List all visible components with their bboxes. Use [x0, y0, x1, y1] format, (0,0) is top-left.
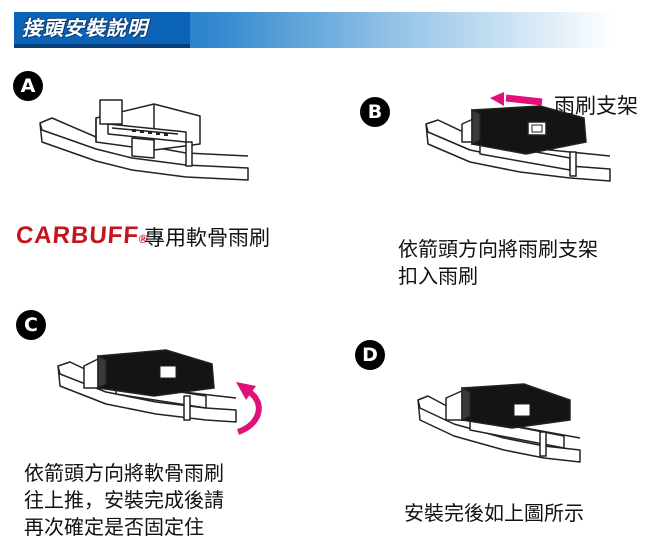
- bracket-label: 雨刷支架: [554, 94, 638, 118]
- carbuff-logo: CARBUFF®: [15, 222, 150, 249]
- step-b-caption: 依箭頭方向將雨刷支架 扣入雨刷: [398, 236, 598, 290]
- step-c-badge: C: [16, 310, 46, 340]
- step-a-caption: 專用軟骨雨刷: [144, 226, 270, 250]
- step-a-connector-illustration: [39, 99, 249, 181]
- page-title: 接頭安裝說明: [22, 16, 148, 40]
- step-d-connector-illustration: [417, 383, 581, 463]
- step-d-badge: D: [355, 340, 385, 370]
- step-c-caption-line: 再次確定是否固定住: [24, 515, 204, 539]
- step-c-caption: 依箭頭方向將軟骨雨刷 往上推，安裝完成後請 再次確定是否固定住: [24, 460, 224, 541]
- step-b-connector-illustration: [425, 92, 611, 182]
- step-a-badge: A: [13, 71, 43, 101]
- step-b-caption-line: 依箭頭方向將雨刷支架: [398, 237, 598, 261]
- header-tab: [14, 12, 190, 48]
- step-b-badge: B: [360, 97, 390, 127]
- push-arrow-icon: [490, 92, 504, 106]
- step-b-caption-line: 扣入雨刷: [398, 264, 478, 288]
- step-c-connector-illustration: [57, 349, 262, 435]
- step-d-caption: 安裝完後如上圖所示: [404, 501, 584, 525]
- step-c-caption-line: 依箭頭方向將軟骨雨刷: [24, 461, 224, 485]
- step-c-caption-line: 往上推，安裝完成後請: [24, 488, 224, 512]
